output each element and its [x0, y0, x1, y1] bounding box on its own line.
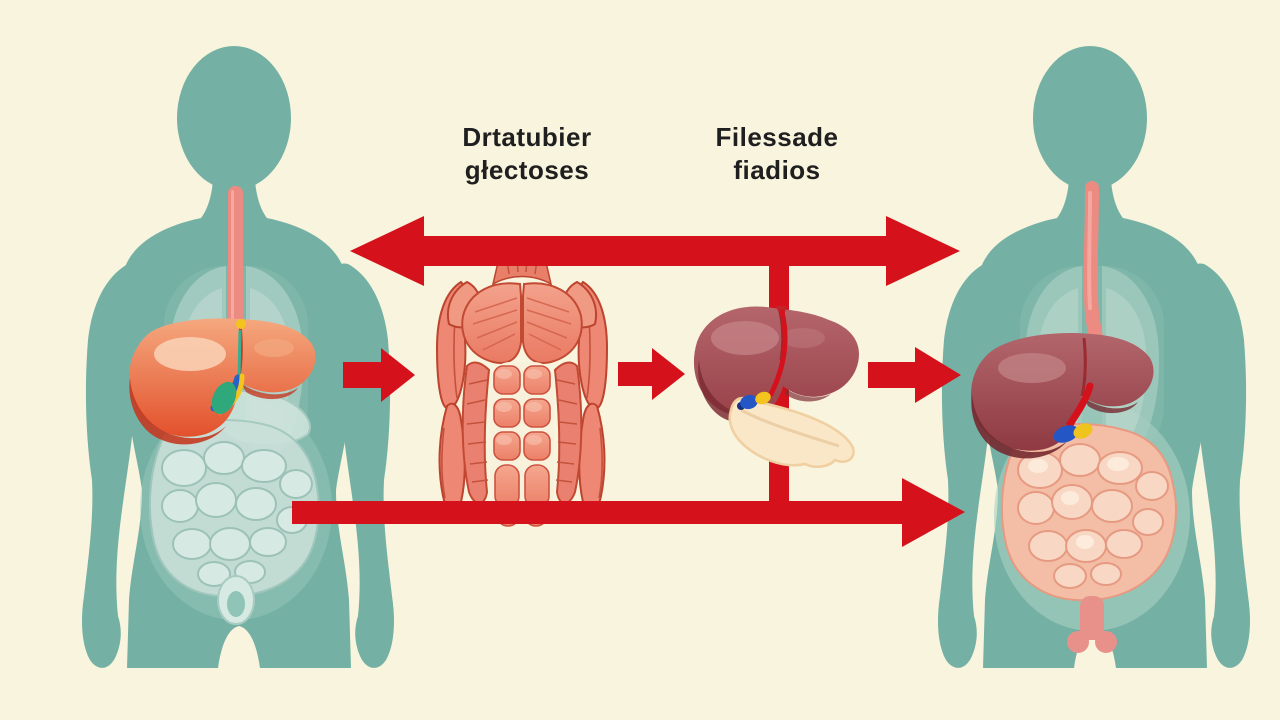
- bladder: [217, 575, 255, 625]
- intestines: [148, 419, 320, 598]
- intestines: [1000, 423, 1177, 602]
- top-double-arrow: [350, 216, 960, 286]
- abdominal-muscles: [490, 362, 554, 527]
- rectum: [1067, 596, 1117, 653]
- label-liver-fat: Filessade fiadios: [627, 121, 927, 187]
- liver-pancreas-illustration: [693, 306, 859, 469]
- mid-arrow-right: [868, 347, 961, 403]
- muscle-torso-illustration: [435, 258, 608, 527]
- esophagus: [228, 186, 243, 338]
- label-line-2: głectoses: [464, 155, 590, 185]
- healthy-liver: [129, 318, 316, 445]
- label-line-1: Filessade: [715, 122, 839, 152]
- mid-arrow-left: [343, 348, 415, 402]
- diseased-liver: [971, 332, 1154, 459]
- liver-figure: [693, 306, 859, 423]
- left-body-silhouette: [82, 46, 394, 668]
- label-muscle-glucose: Drtatubier głectoses: [377, 121, 677, 187]
- label-line-2: fiadios: [733, 155, 821, 185]
- pancreas-figure: [728, 391, 855, 469]
- right-body-silhouette: [938, 46, 1250, 668]
- bottom-arrow: [292, 478, 965, 547]
- label-line-1: Drtatubier: [462, 122, 592, 152]
- mid-arrow-center: [618, 348, 685, 400]
